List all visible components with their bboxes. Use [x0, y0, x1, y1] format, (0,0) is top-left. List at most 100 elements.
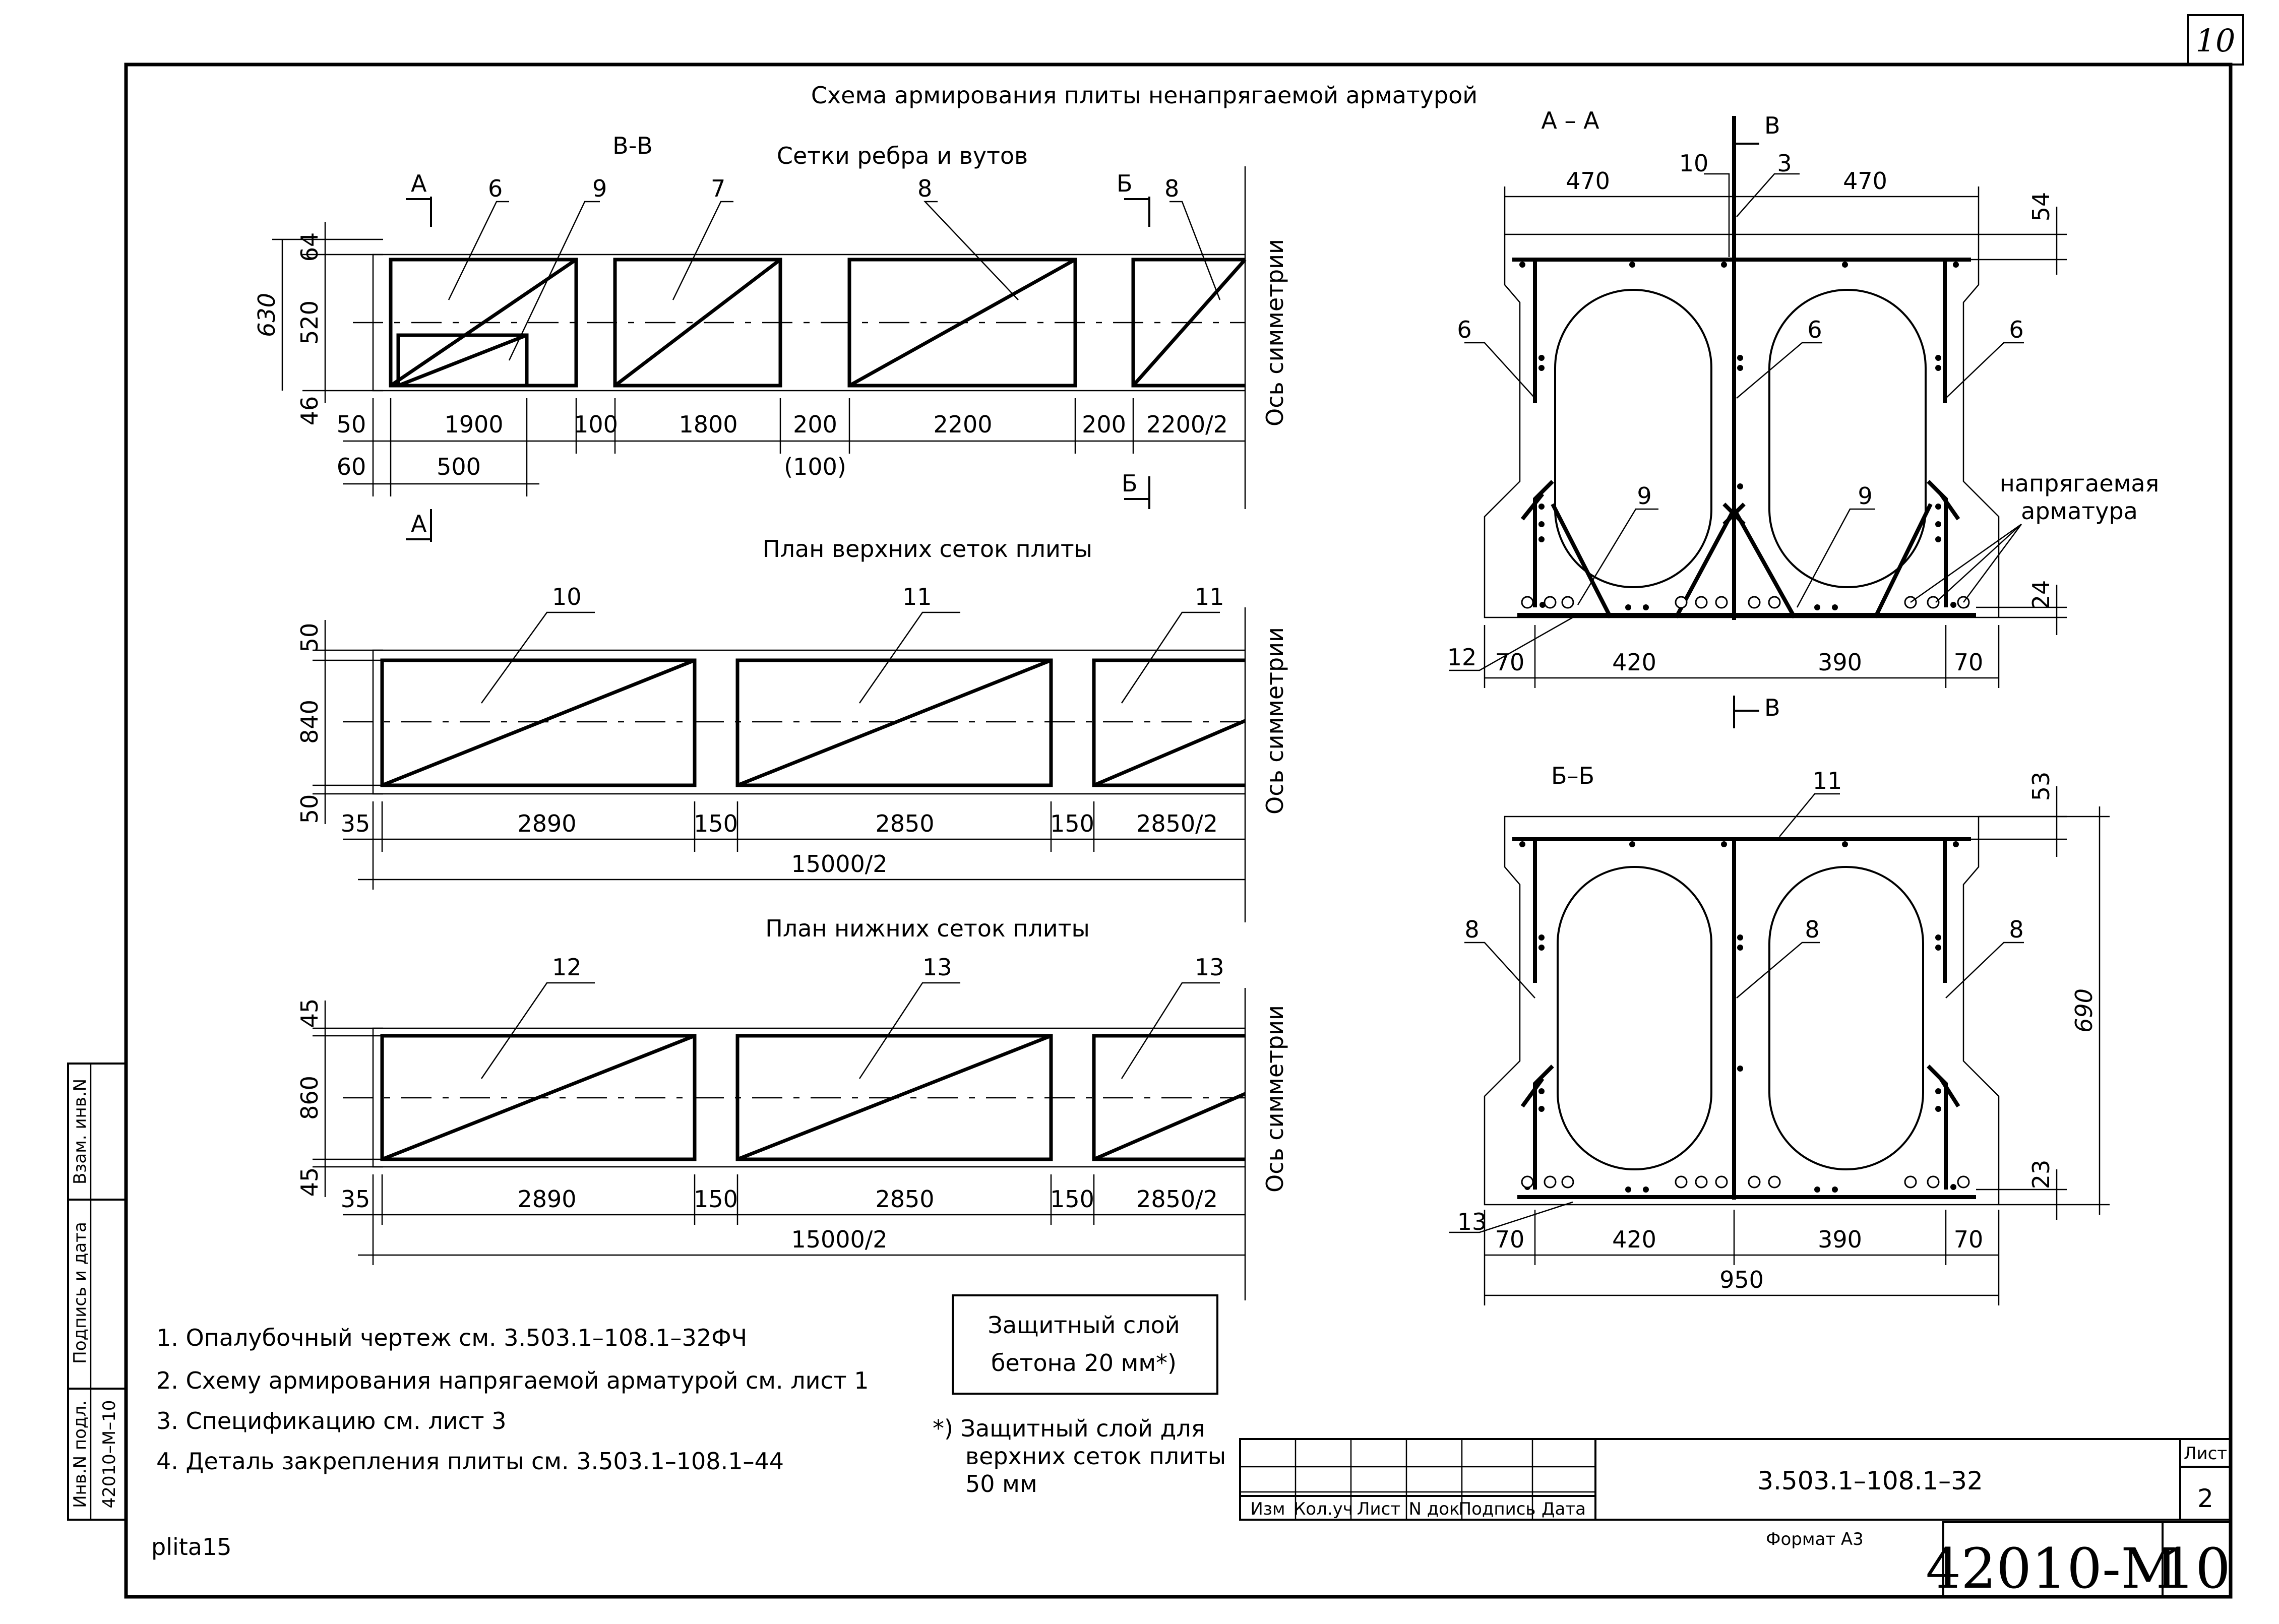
svg-text:2850: 2850 [875, 810, 934, 837]
bb-leader-8a: 8 [1464, 916, 1479, 943]
cut-mark-a-bottom: А [406, 509, 432, 542]
svg-text:2200/2: 2200/2 [1146, 411, 1228, 438]
cut-mark-a-top: А [406, 170, 432, 227]
svg-text:*) Защитный слой для: *) Защитный слой для [933, 1415, 1205, 1442]
plan-bottom: План нижних сеток плиты 12 13 13 45 860 … [296, 915, 1288, 1300]
svg-text:А: А [411, 510, 427, 537]
aa-cut-mark-bottom: В [1764, 694, 1780, 721]
section-vv: В-В Сетки ребра и вутов 6 9 7 8 8 [253, 132, 1288, 542]
svg-text:470: 470 [1843, 167, 1887, 195]
vv-leader-9: 9 [592, 175, 607, 202]
prestressed-label-1: напрягаемая [2000, 470, 2159, 497]
svg-text:150: 150 [1050, 1185, 1094, 1213]
inventory-sheet: 10 [2160, 1536, 2231, 1601]
plan-bottom-leader-13b: 13 [1195, 954, 1224, 981]
svg-text:150: 150 [1050, 810, 1094, 837]
note-2: 2. Схему армирования напрягаемой арматур… [156, 1367, 869, 1394]
inventory-number: 42010-М [1926, 1536, 2178, 1601]
svg-text:200: 200 [1082, 411, 1126, 438]
svg-text:50: 50 [337, 411, 366, 438]
svg-text:бетона 20 мм*): бетона 20 мм*) [991, 1349, 1177, 1377]
section-bb: Б–Б 11 [1449, 762, 2110, 1305]
svg-text:50: 50 [296, 794, 323, 824]
aa-leader-9a: 9 [1637, 482, 1651, 510]
section-vv-subtitle: Сетки ребра и вутов [777, 142, 1028, 169]
svg-text:Инв.N подл.: Инв.N подл. [70, 1400, 90, 1508]
svg-text:50 мм: 50 мм [965, 1470, 1037, 1497]
bb-leader-8b: 8 [1805, 916, 1819, 943]
svg-text:70: 70 [1954, 649, 1984, 676]
plan-bottom-title: План нижних сеток плиты [765, 915, 1090, 942]
svg-text:840: 840 [296, 700, 323, 744]
vv-leader-8a: 8 [917, 175, 932, 202]
svg-text:70: 70 [1954, 1226, 1984, 1253]
aa-leader-10: 10 [1679, 150, 1709, 177]
cut-mark-b-top: Б [1117, 170, 1150, 227]
svg-text:Подпись и дата: Подпись и дата [70, 1222, 90, 1364]
svg-text:верхних сеток плиты: верхних сеток плиты [965, 1443, 1226, 1470]
svg-text:46: 46 [296, 396, 323, 426]
prestressed-label-2: арматура [2021, 497, 2138, 525]
svg-text:N док: N док [1408, 1499, 1459, 1519]
section-bb-label: Б–Б [1551, 762, 1594, 789]
svg-text:390: 390 [1818, 649, 1862, 676]
svg-text:42010–М–10: 42010–М–10 [99, 1400, 119, 1509]
svg-text:Взам. инв.N: Взам. инв.N [70, 1079, 90, 1184]
cut-mark-b-bottom: Б [1122, 470, 1150, 509]
svg-text:2850: 2850 [875, 1185, 934, 1213]
svg-text:Лист: Лист [2184, 1444, 2227, 1464]
document-code: 3.503.1–108.1–32 [1757, 1466, 1983, 1495]
svg-text:15000/2: 15000/2 [791, 1226, 887, 1253]
svg-text:45: 45 [296, 1167, 323, 1197]
svg-text:70: 70 [1495, 649, 1525, 676]
vv-leader-8b: 8 [1164, 175, 1179, 202]
svg-text:950: 950 [1719, 1266, 1764, 1293]
svg-text:Б: Б [1117, 170, 1133, 197]
vv-axis-label: Ось симметрии [1261, 239, 1288, 426]
svg-text:Б: Б [1122, 470, 1138, 497]
section-vv-label: В-В [612, 132, 653, 159]
svg-text:2890: 2890 [517, 810, 576, 837]
svg-text:(100): (100) [784, 453, 846, 480]
svg-text:500: 500 [437, 453, 481, 480]
svg-text:2890: 2890 [517, 1185, 576, 1213]
main-title: Схема армирования плиты ненапрягаемой ар… [811, 82, 1477, 109]
svg-text:630: 630 [253, 293, 280, 337]
aa-leader-6b: 6 [1807, 316, 1822, 343]
svg-text:35: 35 [341, 1185, 371, 1213]
svg-text:60: 60 [337, 453, 366, 480]
svg-text:690: 690 [2070, 988, 2098, 1033]
svg-text:А: А [411, 170, 427, 197]
svg-text:2850/2: 2850/2 [1136, 1185, 1218, 1213]
svg-text:100: 100 [574, 411, 618, 438]
svg-text:390: 390 [1818, 1226, 1862, 1253]
title-block: Изм Кол.уч Лист N док Подпись Дата 3.503… [1239, 1438, 2232, 1601]
format-label: Формат А3 [1766, 1529, 1864, 1549]
vv-leader-6: 6 [488, 175, 503, 202]
section-aa-label: А – А [1541, 107, 1599, 134]
svg-text:420: 420 [1612, 1226, 1656, 1253]
svg-text:54: 54 [2027, 192, 2055, 222]
plan-top-title: План верхних сеток плиты [763, 535, 1092, 563]
notes: 1. Опалубочный чертеж см. 3.503.1–108.1–… [156, 1324, 869, 1475]
svg-text:Кол.уч: Кол.уч [1294, 1499, 1353, 1519]
corner-number: 10 [2196, 22, 2236, 59]
svg-text:Лист: Лист [1357, 1499, 1400, 1519]
side-stamp: Взам. инв.N Подпись и дата Инв.N подл. 4… [67, 1063, 127, 1521]
svg-text:2200: 2200 [933, 411, 992, 438]
plan-top-leader-11a: 11 [902, 583, 932, 610]
sheet-number: 2 [2197, 1484, 2213, 1513]
aa-leader-3: 3 [1777, 150, 1792, 177]
svg-text:470: 470 [1566, 167, 1610, 195]
section-aa: А – А [1447, 107, 2159, 728]
svg-text:1900: 1900 [444, 411, 503, 438]
svg-text:Защитный слой: Защитный слой [988, 1311, 1180, 1339]
svg-text:53: 53 [2027, 772, 2055, 801]
sheet-frame [124, 63, 2233, 1599]
protective-layer: Защитный слой бетона 20 мм*) *) Защитный… [933, 1294, 1226, 1497]
svg-text:200: 200 [793, 411, 837, 438]
svg-text:64: 64 [296, 232, 323, 262]
corner-number-box [2187, 14, 2244, 66]
plan-top-leader-10: 10 [552, 583, 582, 610]
